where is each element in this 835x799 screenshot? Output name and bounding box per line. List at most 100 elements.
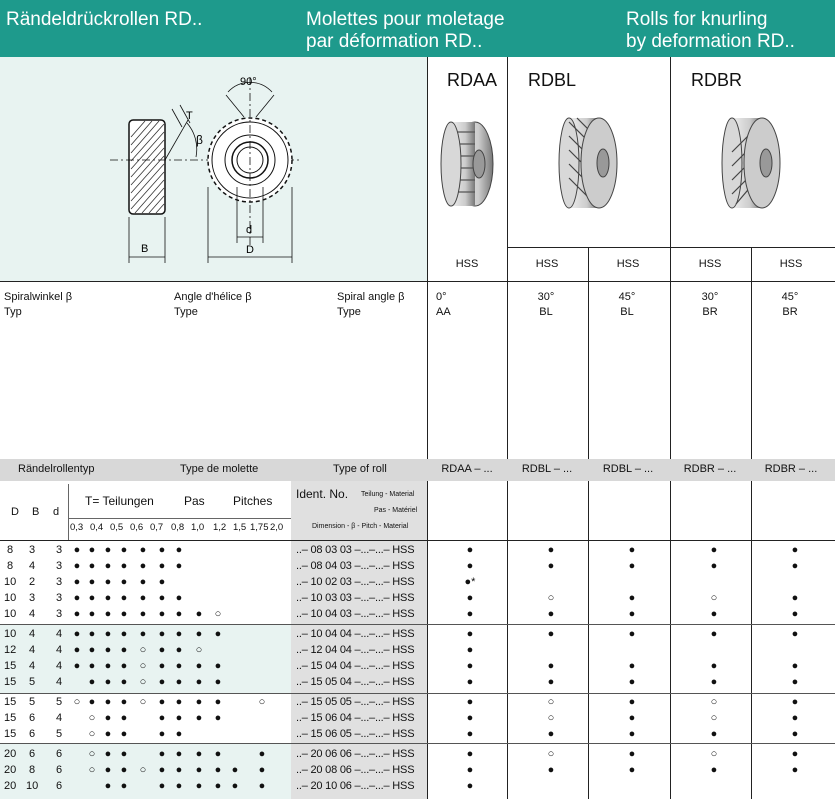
t-label: T — [186, 110, 193, 122]
pitch-header-french: Pas — [184, 494, 205, 508]
ident-number: ..– 20 10 06 –...–...– HSS — [296, 780, 415, 792]
dimension-D: 15 — [4, 676, 17, 688]
type-availability-mark: ● — [628, 712, 636, 724]
pitch-availability-mark: ● — [88, 608, 96, 620]
ident-number: ..– 10 02 03 –...–...– HSS — [296, 576, 415, 588]
dimension-D: 20 — [4, 780, 17, 792]
pitch-availability-mark: ○ — [88, 764, 96, 776]
pitch-availability-mark: ○ — [139, 676, 147, 688]
pitch-availability-mark: ● — [120, 660, 128, 672]
dimension-B: 5 — [28, 696, 36, 708]
type-availability-mark: ● — [791, 728, 799, 740]
divider — [68, 484, 69, 540]
ident-header-french: Pas - Matériel — [374, 507, 418, 514]
divider — [0, 624, 835, 625]
type-availability-mark: ● — [791, 712, 799, 724]
divider — [427, 57, 428, 799]
pitch-label: 0,5 — [110, 522, 124, 533]
dimension-D: 15 — [4, 712, 17, 724]
pitch-availability-mark: ● — [73, 608, 81, 620]
type-availability-mark: ● — [628, 676, 636, 688]
dimension-d: 3 — [55, 592, 63, 604]
type-availability-mark: ● — [628, 592, 636, 604]
type-availability-mark: ○ — [547, 748, 555, 760]
pitch-availability-mark: ● — [258, 748, 266, 760]
pitch-label: 1,5 — [233, 522, 247, 533]
pitch-availability-mark: ● — [195, 660, 203, 672]
pitch-label: 0,8 — [171, 522, 185, 533]
pitch-availability-mark: ● — [175, 644, 183, 656]
pitch-availability-mark: ● — [88, 676, 96, 688]
pitch-availability-mark: ● — [120, 728, 128, 740]
type-availability-mark: ● — [466, 780, 474, 792]
ident-number: ..– 15 05 05 –...–...– HSS — [296, 696, 415, 708]
material-label: HSS — [698, 258, 722, 270]
pitch-availability-mark: ● — [158, 764, 166, 776]
type-availability-mark: ● — [791, 660, 799, 672]
pitch-availability-mark: ● — [139, 576, 147, 588]
dimension-D: 8 — [6, 560, 14, 572]
pitch-availability-mark: ● — [139, 628, 147, 640]
material-label: HSS — [616, 258, 640, 270]
type-availability-mark: ● — [710, 560, 718, 572]
pitch-availability-mark: ● — [120, 676, 128, 688]
pitch-availability-mark: ● — [104, 644, 112, 656]
spec-value: 45° BR — [781, 291, 799, 318]
product-name-rdaa: RDAA — [447, 70, 498, 90]
dimension-B: 5 — [28, 676, 36, 688]
pitch-availability-mark: ● — [195, 608, 203, 620]
type-availability-mark: ● — [791, 628, 799, 640]
pitch-availability-mark: ● — [139, 560, 147, 572]
divider — [0, 693, 835, 694]
dimension-d: 5 — [55, 696, 63, 708]
type-availability-mark: ● — [628, 560, 636, 572]
pitch-label: 0,4 — [90, 522, 104, 533]
dimension-d: 4 — [55, 712, 63, 724]
type-availability-mark: ● — [466, 764, 474, 776]
type-availability-mark: ○ — [710, 748, 718, 760]
title-french: Molettes pour moletage par déformation R… — [306, 9, 505, 52]
type-availability-mark: ● — [466, 628, 474, 640]
ident-header-title: Ident. No. — [296, 487, 349, 501]
dimension-D: 20 — [4, 748, 17, 760]
type-availability-mark: ● — [547, 544, 555, 556]
pitch-availability-mark: ● — [120, 544, 128, 556]
title-english: Rolls for knurling by deformation RD.. — [626, 9, 795, 52]
pitch-availability-mark: ○ — [88, 748, 96, 760]
pitch-availability-mark: ● — [158, 660, 166, 672]
pitch-availability-mark: ● — [120, 628, 128, 640]
pitch-header-english: Pitches — [233, 494, 273, 508]
pitch-availability-mark: ● — [104, 712, 112, 724]
type-availability-mark: ○ — [547, 712, 555, 724]
pitch-availability-mark: ● — [139, 544, 147, 556]
dimension-d: 4 — [55, 628, 63, 640]
ident-number: ..– 15 06 04 –...–...– HSS — [296, 712, 415, 724]
pitch-label: 2,0 — [270, 522, 284, 533]
type-availability-mark: ● — [710, 608, 718, 620]
col-header-B: B — [32, 506, 40, 518]
ident-header-german: Teilung - Material — [361, 491, 415, 498]
b-label: B — [141, 243, 148, 255]
dimension-D: 20 — [4, 764, 17, 776]
dimension-B: 8 — [28, 764, 36, 776]
type-availability-mark: ● — [547, 728, 555, 740]
pitch-availability-mark: ● — [120, 712, 128, 724]
pitch-availability-mark: ● — [120, 644, 128, 656]
type-label-english: Type of roll — [333, 463, 387, 475]
pitch-availability-mark: ○ — [214, 608, 222, 620]
pitch-availability-mark: ● — [139, 608, 147, 620]
pitch-availability-mark: ● — [175, 660, 183, 672]
pitch-availability-mark: ● — [104, 576, 112, 588]
dimension-D: 8 — [6, 544, 14, 556]
pitch-availability-mark: ● — [104, 544, 112, 556]
pitch-availability-mark: ● — [104, 696, 112, 708]
pitch-availability-mark: ● — [88, 544, 96, 556]
pitch-availability-mark: ● — [258, 780, 266, 792]
pitch-availability-mark: ● — [175, 748, 183, 760]
type-availability-mark: ● — [710, 628, 718, 640]
pitch-availability-mark: ● — [158, 748, 166, 760]
